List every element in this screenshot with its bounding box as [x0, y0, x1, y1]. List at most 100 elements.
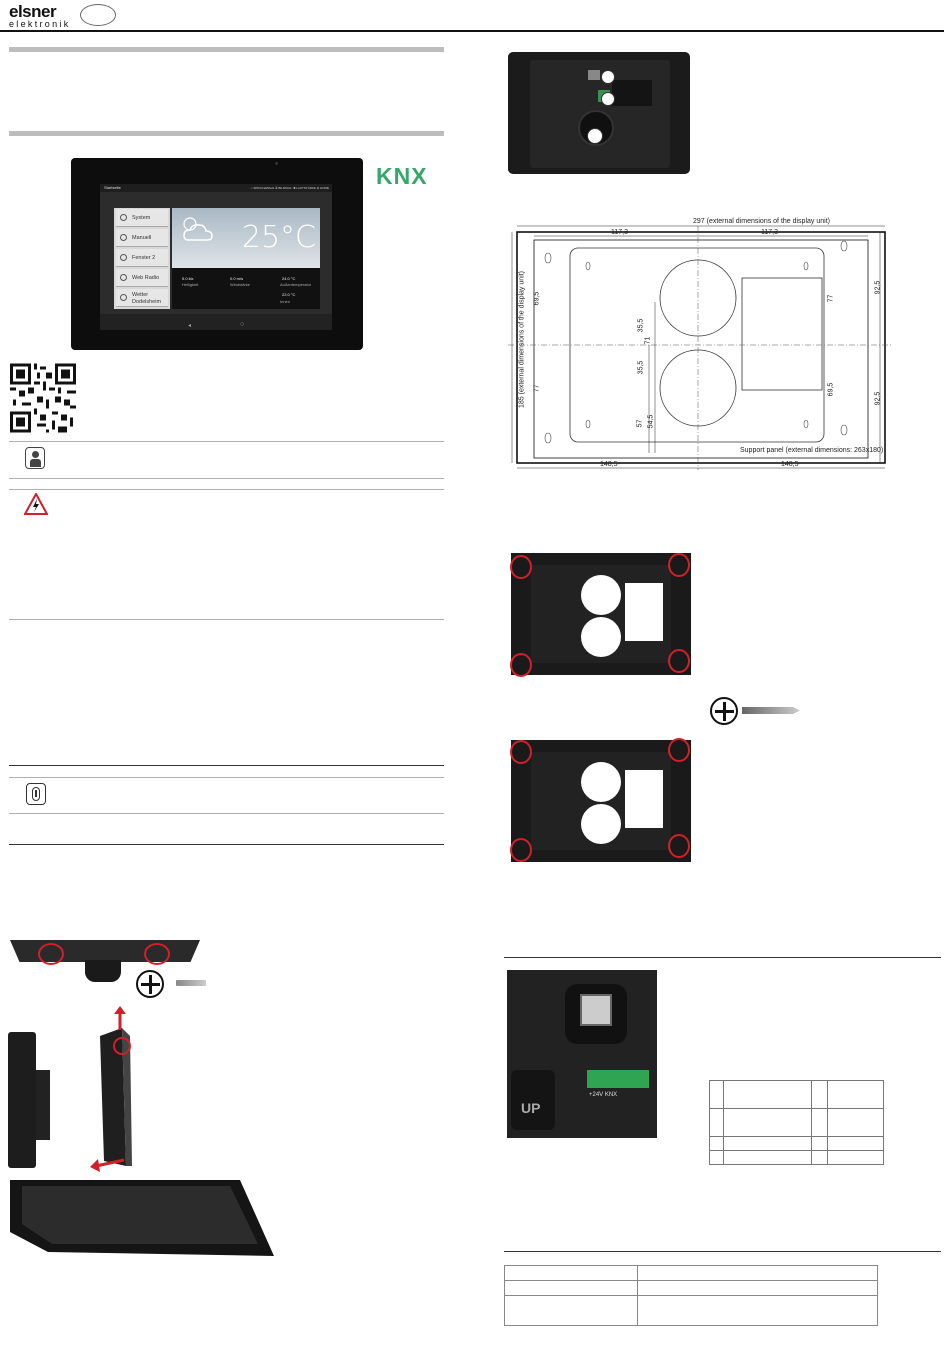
home-icon: ○	[240, 321, 245, 328]
screw-hole-highlight	[668, 553, 690, 577]
screw-hole-highlight	[510, 838, 532, 862]
dim-support-panel: Support panel (external dimensions: 263x…	[740, 447, 884, 454]
terminal-table	[709, 1080, 884, 1165]
device-side-photo	[8, 1032, 36, 1168]
rj45-port	[580, 994, 612, 1026]
screw-hole-highlight	[668, 649, 690, 673]
section-bar-top	[9, 47, 444, 52]
qr-code	[10, 363, 76, 433]
brand-logo: elsner	[9, 2, 57, 21]
header-rule	[0, 30, 944, 32]
installer-icon	[25, 447, 45, 469]
globe-icon	[120, 274, 127, 281]
screen-title: Startseite	[100, 184, 332, 192]
support-panel-photo-1	[511, 553, 691, 675]
brand-subtitle: elektronik	[9, 19, 71, 29]
screen-actions: ⌕ SPRACHWAHL ▣ BILDSCH. ◀ LAUTSTÄRKE ⚙ H…	[250, 186, 329, 190]
device-tilt-photo	[90, 1006, 132, 1172]
readout-value: 0.0 m/s	[230, 276, 244, 281]
label-area	[612, 80, 652, 106]
up-marker	[511, 1070, 555, 1130]
dim-71: 71	[644, 336, 652, 345]
dimension-drawing	[508, 225, 893, 470]
readout-value: 22.0 °C	[282, 292, 296, 297]
readout-value: 24.0 °C	[282, 276, 296, 281]
dim-left-upper: 69,5	[533, 291, 541, 306]
screw-highlight-left	[38, 943, 64, 965]
section-bar-second	[9, 131, 444, 136]
readout-value: 5.0 klx	[182, 276, 194, 281]
readout-label: Innen	[280, 299, 291, 304]
long-screw-image	[742, 707, 800, 714]
divider	[504, 1251, 941, 1252]
screw-hole-highlight	[668, 834, 690, 858]
hand-icon	[120, 234, 127, 241]
dim-right-lower: 69,5	[827, 382, 835, 397]
menu-item: System	[116, 209, 168, 227]
menu-item: Fenster 2	[116, 249, 168, 267]
callout-1	[601, 70, 615, 84]
dim-35-upper: 35,5	[637, 318, 645, 333]
divider	[9, 765, 444, 766]
globe-icon	[120, 294, 127, 301]
dim-right-upper: 77	[827, 294, 835, 303]
person-icon	[120, 214, 127, 221]
manual-icon	[26, 783, 46, 805]
dim-top-left: 117,3	[611, 229, 628, 236]
electric-hazard-icon	[24, 493, 48, 515]
specs-table	[504, 1265, 878, 1326]
dim-bottom-right: 148,5	[781, 461, 799, 468]
up-label: UP	[521, 1100, 541, 1116]
menu-item: Web Radio	[116, 269, 168, 287]
device-back-photo	[508, 52, 690, 174]
screw-hole-highlight	[510, 555, 532, 579]
dim-bottom-left: 148,5	[600, 461, 618, 468]
callout-2	[601, 92, 615, 106]
window-icon	[120, 254, 127, 261]
readout-label: Außentemperatur	[280, 282, 312, 287]
language-badge	[80, 4, 116, 26]
dim-57: 57	[636, 419, 644, 428]
divider	[9, 619, 444, 620]
dim-top-right: 117,3	[761, 229, 778, 236]
screw-hole-highlight	[668, 738, 690, 762]
dim-54-5: 54,5	[647, 414, 655, 429]
camera-dot	[275, 162, 278, 165]
phillips-screw-icon	[710, 697, 738, 725]
dim-width-title: 297 (external dimensions of the display …	[693, 218, 830, 225]
menu-item: Manuell	[116, 229, 168, 247]
screen-menu: System Manuell Fenster 2 Web Radio Wette…	[114, 208, 170, 309]
weather-panel: 25°C	[172, 208, 320, 268]
divider	[9, 478, 444, 479]
divider	[9, 489, 444, 490]
divider	[9, 844, 444, 845]
network-port	[588, 70, 600, 80]
screw-highlight-right	[144, 943, 170, 965]
device-side-socket	[36, 1070, 50, 1140]
screen-nav-bar	[100, 314, 332, 330]
dim-far-right-lower: 92,5	[874, 391, 882, 406]
mounting-socket	[85, 960, 121, 982]
dim-height-title: 185 (external dimensions of the display …	[518, 271, 526, 408]
menu-item: Wetter Dodelsheim	[116, 289, 168, 307]
dim-left-lower: 77	[533, 384, 541, 393]
phillips-screw-icon	[136, 970, 164, 998]
cloud-sun-icon	[183, 217, 213, 241]
temperature-readout: 25°C	[241, 220, 316, 255]
divider	[9, 441, 444, 442]
divider	[9, 777, 444, 778]
back-icon: ◂	[188, 323, 192, 329]
readout-label: Helligkeit	[182, 282, 199, 287]
screw-hole-highlight	[510, 740, 532, 764]
device-screen: Startseite ⌕ SPRACHWAHL ▣ BILDSCH. ◀ LAU…	[100, 184, 332, 330]
divider	[504, 957, 941, 958]
dim-far-right-upper: 92,5	[874, 280, 882, 295]
terminal-labels: +24V KNX	[589, 1092, 618, 1098]
device-front-angled-photo	[10, 1180, 274, 1256]
callout-3	[587, 128, 603, 144]
screw-hole-highlight	[510, 653, 532, 677]
support-panel-photo-2	[511, 740, 691, 862]
short-screw-image	[176, 980, 206, 986]
weather-readouts: 5.0 klx Helligkeit 0.0 m/s Windstärke 24…	[172, 268, 320, 309]
dim-35-lower: 35,5	[637, 360, 645, 375]
